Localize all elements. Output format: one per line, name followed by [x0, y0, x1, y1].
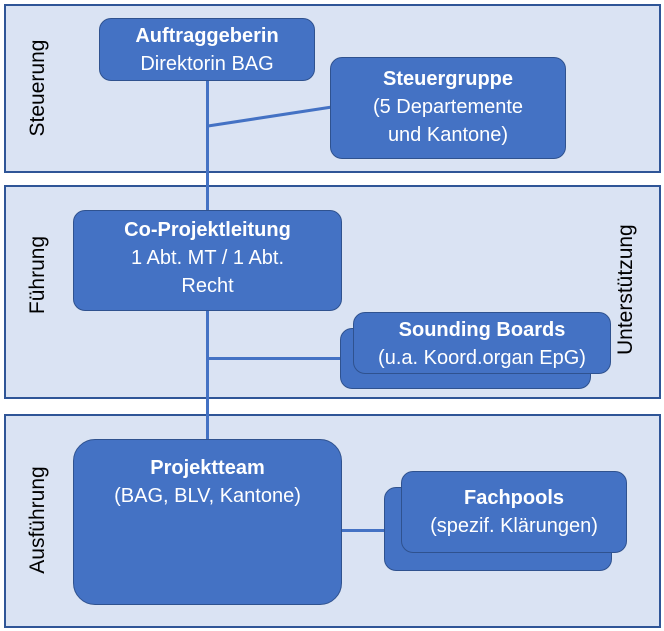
- coprojektleitung-line2: Recht: [181, 275, 234, 297]
- coprojektleitung-line1: 1 Abt. MT / 1 Abt.: [130, 247, 285, 269]
- projektteam-title: Projektteam: [150, 457, 265, 479]
- steuergruppe-line1: (5 Departemente: [372, 96, 524, 118]
- box-projektteam[interactable]: Projektteam (BAG, BLV, Kantone): [73, 439, 342, 605]
- box-fachpools[interactable]: Fachpools (spezif. Klärungen): [401, 471, 627, 553]
- box-coprojektleitung[interactable]: Co-Projektleitung 1 Abt. MT / 1 Abt. Rec…: [73, 210, 342, 311]
- coprojektleitung-title: Co-Projektleitung: [124, 219, 291, 241]
- connector-soundingboards: [208, 357, 342, 360]
- soundingboards-title: Sounding Boards: [398, 319, 566, 341]
- box-soundingboards[interactable]: Sounding Boards (u.a. Koord.organ EpG): [353, 312, 611, 374]
- box-auftraggeberin[interactable]: Auftraggeberin Direktorin BAG: [99, 18, 315, 81]
- projektteam-subtitle: (BAG, BLV, Kantone): [114, 485, 301, 507]
- box-steuergruppe[interactable]: Steuergruppe (5 Departemente und Kantone…: [330, 57, 566, 159]
- fachpools-subtitle: (spezif. Klärungen): [430, 515, 598, 537]
- fachpools-title: Fachpools: [463, 487, 564, 509]
- auftraggeberin-title: Auftraggeberin: [135, 25, 279, 47]
- soundingboards-subtitle: (u.a. Koord.organ EpG): [378, 347, 586, 369]
- auftraggeberin-subtitle: Direktorin BAG: [140, 53, 274, 75]
- steuergruppe-title: Steuergruppe: [382, 68, 514, 90]
- connector-fachpools: [340, 529, 385, 532]
- steuergruppe-line2: und Kantone): [387, 124, 509, 146]
